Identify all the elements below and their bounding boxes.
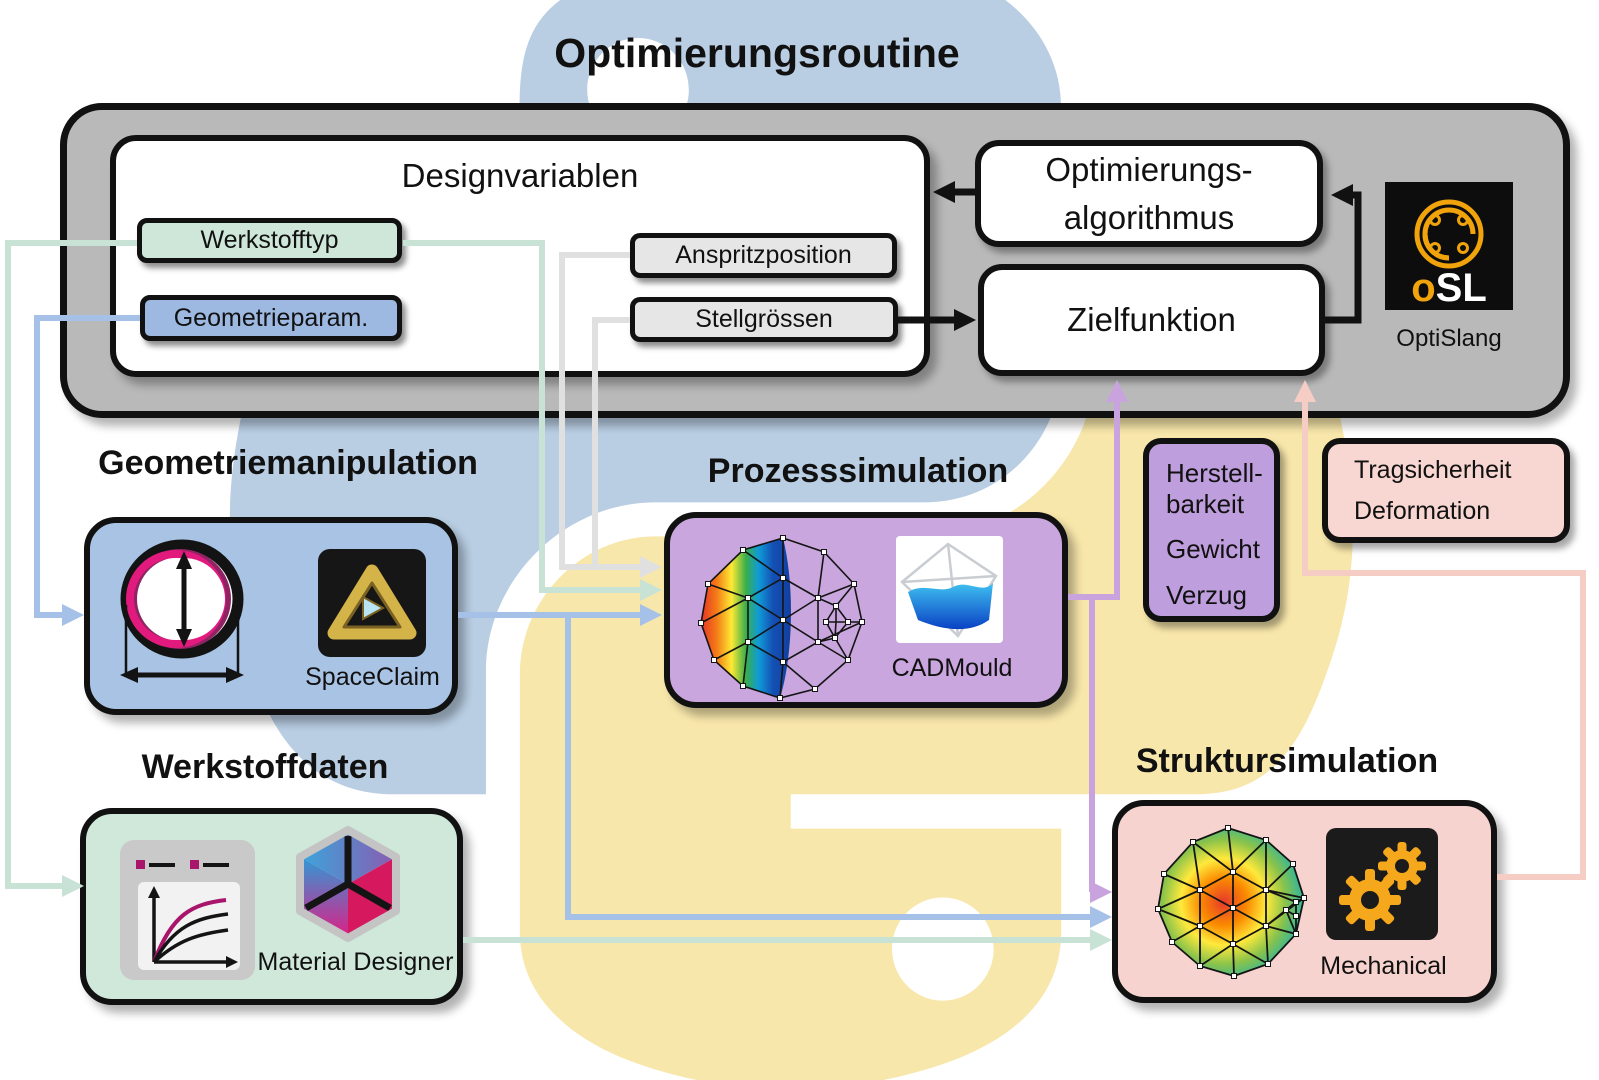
mechanical-caption: Mechanical	[1320, 952, 1447, 980]
page-title: Optimierungsroutine	[554, 30, 960, 76]
chip-werkstofftyp-label: Werkstofftyp	[200, 226, 339, 254]
zielfunktion-label: Zielfunktion	[1067, 300, 1236, 338]
heading-struktursimulation: Struktursimulation	[1135, 742, 1439, 780]
cadmould-logo-icon	[896, 536, 1003, 643]
designvariablen-title: Designvariablen	[401, 157, 639, 194]
optimization-algorithm-box: Optimierungs- algorithmus	[975, 140, 1323, 247]
chip-geometrieparam: Geometrieparam.	[140, 295, 402, 341]
output-gewicht: Gewicht	[1166, 534, 1260, 565]
zielfunktion-box: Zielfunktion	[978, 264, 1325, 376]
geometry-box: SpaceClaim	[84, 517, 458, 715]
chip-werkstofftyp: Werkstofftyp	[137, 218, 402, 263]
cadmould-caption: CADMould	[891, 654, 1013, 682]
material-designer-caption: Material Designer	[257, 948, 454, 976]
structure-box: Mechanical	[1112, 800, 1497, 1003]
material-chart-icon	[120, 840, 255, 980]
output-herstellbarkeit-line2: barkeit	[1166, 488, 1245, 519]
material-designer-cube-icon	[296, 826, 400, 942]
process-outputs-box: Herstell- barkeit Gewicht Verzug	[1143, 438, 1280, 622]
chip-stellgroessen: Stellgrössen	[630, 297, 898, 342]
output-herstellbarkeit-line1: Herstell-	[1166, 458, 1263, 488]
structure-mesh-image	[1155, 825, 1307, 979]
mechanical-logo-icon	[1326, 828, 1438, 940]
spaceclaim-logo-icon	[318, 549, 426, 657]
material-box: Material Designer	[80, 808, 463, 1005]
spaceclaim-caption: SpaceClaim	[305, 663, 440, 691]
heading-prozesssimulation: Prozesssimulation	[707, 452, 1009, 490]
optislang-caption: OptiSlang	[1396, 325, 1502, 352]
optimization-algorithm-line1: Optimierungs-	[1045, 150, 1253, 188]
process-box: CADMould	[664, 512, 1068, 708]
optimization-algorithm-line2: algorithmus	[1063, 198, 1235, 236]
chip-anspritzposition-label: Anspritzposition	[675, 241, 852, 269]
chip-geometrieparam-label: Geometrieparam.	[173, 303, 369, 332]
output-tragsicherheit: Tragsicherheit	[1354, 456, 1512, 484]
output-deformation: Deformation	[1354, 497, 1491, 525]
optislang-logo-icon: oSL	[1385, 182, 1513, 310]
heading-geometriemanipulation: Geometriemanipulation	[98, 444, 478, 482]
heading-werkstoffdaten: Werkstoffdaten	[141, 748, 389, 786]
chip-stellgroessen-label: Stellgrössen	[695, 305, 833, 333]
output-verzug: Verzug	[1166, 580, 1247, 611]
process-mesh-image	[698, 535, 865, 701]
chip-anspritzposition: Anspritzposition	[630, 233, 897, 278]
structure-outputs-box: Tragsicherheit Deformation	[1322, 438, 1570, 543]
svg-text:oSL: oSL	[1411, 266, 1487, 310]
geometry-shape-icon	[120, 539, 244, 683]
